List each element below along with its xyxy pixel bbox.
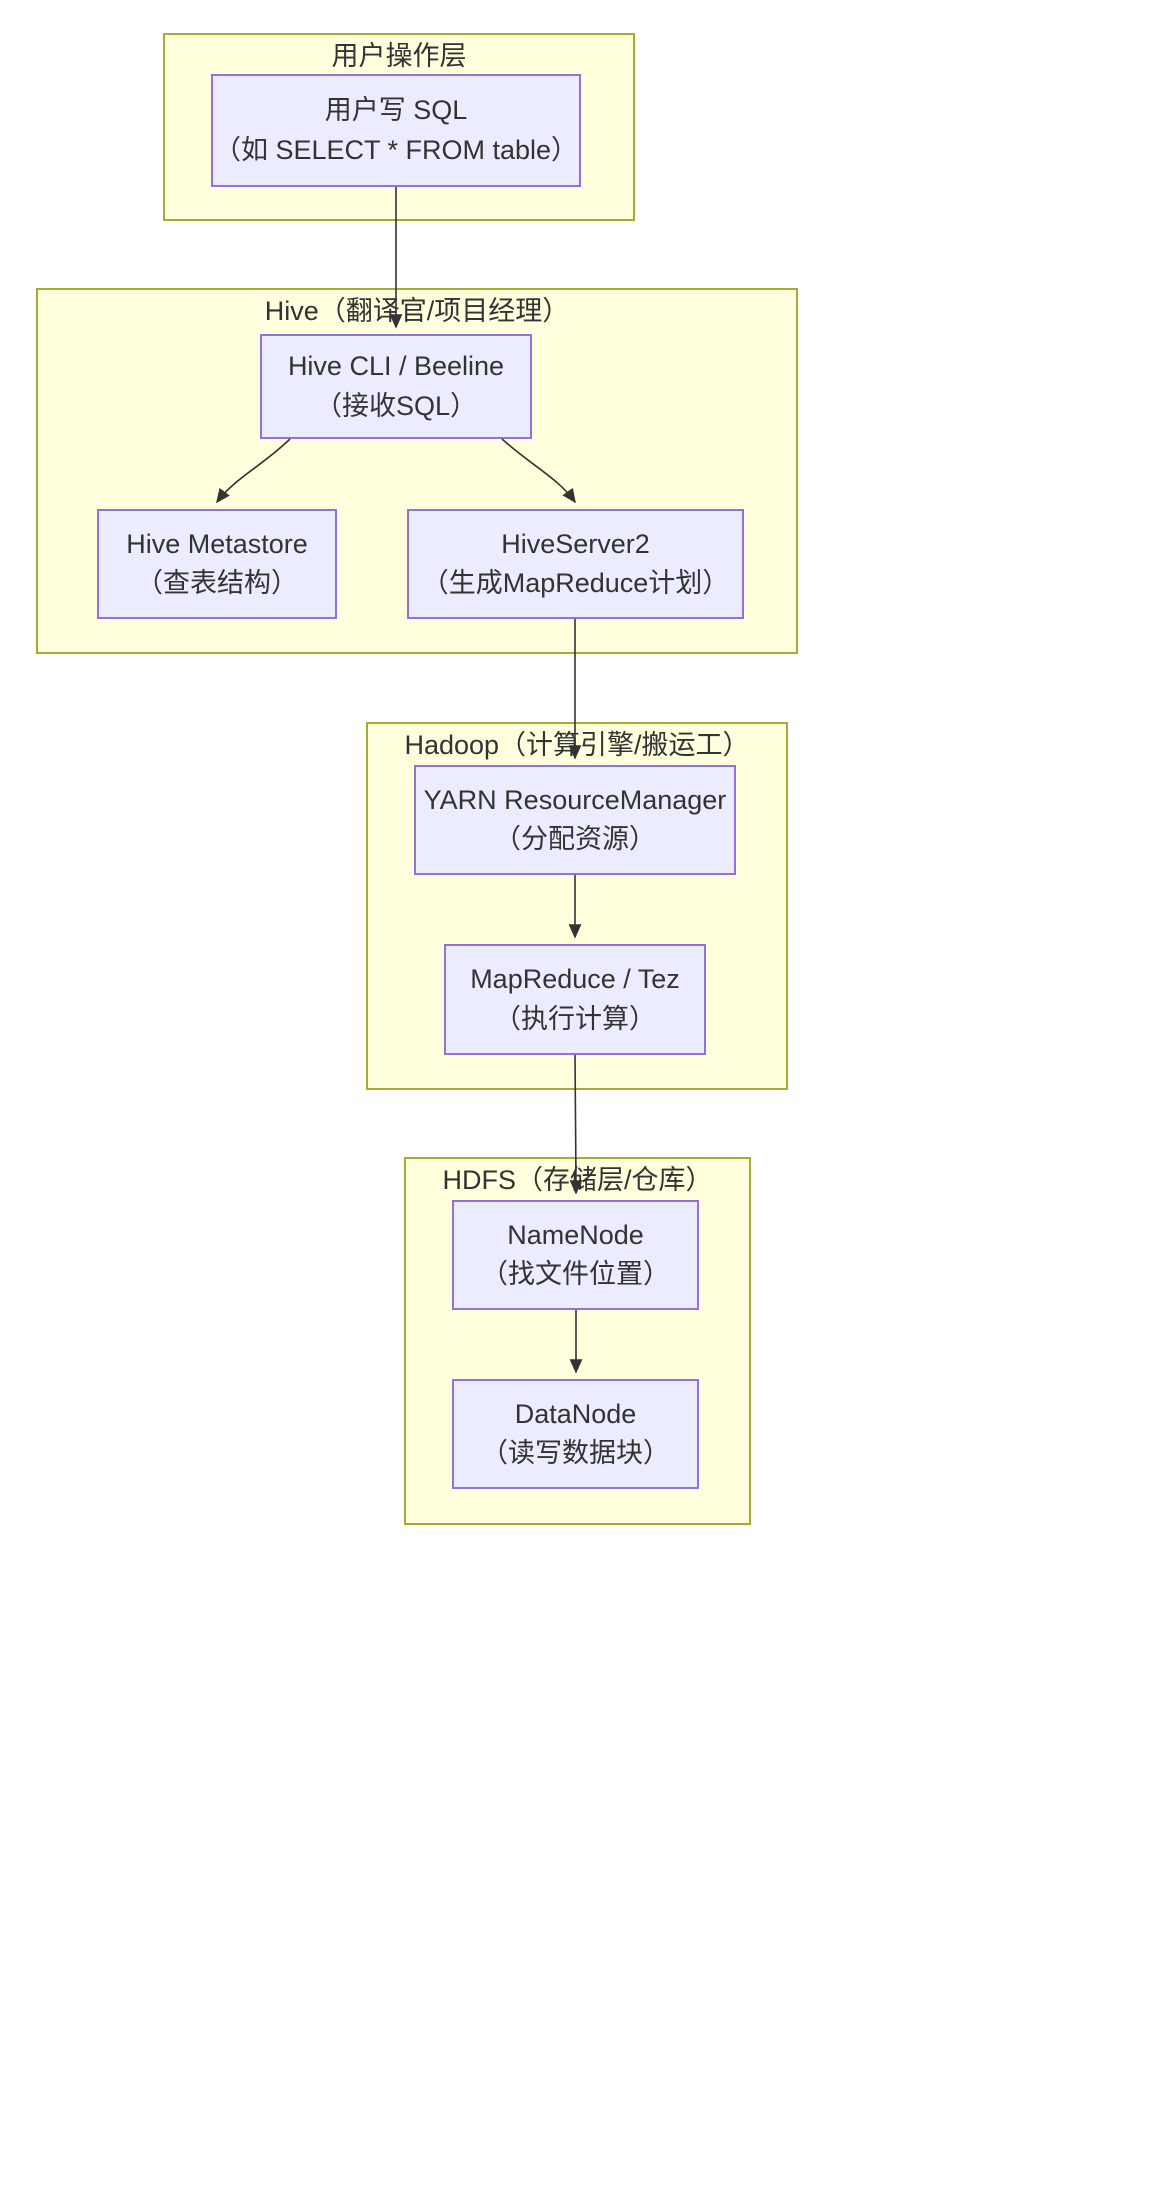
- node-hive-cli[interactable]: Hive CLI / Beeline （接收SQL）: [260, 334, 532, 439]
- node-hiveserver2-line-2: （生成MapReduce计划）: [421, 568, 730, 598]
- cluster-user-layer-title: 用户操作层: [331, 41, 467, 71]
- node-yarn-resourcemanager-line-2: （分配资源）: [494, 824, 656, 854]
- cluster-hdfs-title: HDFS（存储层/仓库）: [442, 1165, 713, 1195]
- node-user-sql-line-1: 用户写 SQL: [324, 95, 468, 126]
- node-user-sql[interactable]: 用户写 SQL （如 SELECT * FROM table）: [211, 74, 581, 187]
- cluster-hadoop-title: Hadoop（计算引擎/搬运工）: [404, 730, 750, 760]
- node-hive-cli-line-1: Hive CLI / Beeline: [287, 351, 505, 382]
- node-mapreduce-tez-line-1: MapReduce / Tez: [470, 964, 680, 995]
- node-mapreduce-tez-line-2: （执行计算）: [494, 1003, 656, 1034]
- node-hiveserver2[interactable]: HiveServer2 （生成MapReduce计划）: [407, 509, 744, 619]
- node-mapreduce-tez[interactable]: MapReduce / Tez （执行计算）: [444, 944, 706, 1055]
- node-namenode-line-1: NameNode: [507, 1219, 644, 1250]
- node-namenode[interactable]: NameNode （找文件位置）: [452, 1200, 699, 1310]
- cluster-hive-title: Hive（翻译官/项目经理）: [264, 296, 570, 326]
- node-yarn-resourcemanager-line-1: YARN ResourceManager: [423, 784, 727, 815]
- node-hive-metastore[interactable]: Hive Metastore （查表结构）: [97, 509, 337, 619]
- node-namenode-line-2: （找文件位置）: [481, 1259, 670, 1289]
- node-hive-cli-line-2: （接收SQL）: [314, 390, 478, 421]
- node-hiveserver2-line-1: HiveServer2: [501, 528, 650, 559]
- node-datanode-line-2: （读写数据块）: [481, 1438, 670, 1468]
- node-datanode[interactable]: DataNode （读写数据块）: [452, 1379, 699, 1489]
- node-hive-metastore-line-2: （查表结构）: [136, 568, 298, 598]
- node-hive-metastore-line-1: Hive Metastore: [126, 528, 308, 559]
- node-user-sql-line-2: （如 SELECT * FROM table）: [213, 134, 579, 165]
- node-yarn-resourcemanager[interactable]: YARN ResourceManager （分配资源）: [414, 765, 736, 875]
- node-datanode-line-1: DataNode: [514, 1398, 637, 1429]
